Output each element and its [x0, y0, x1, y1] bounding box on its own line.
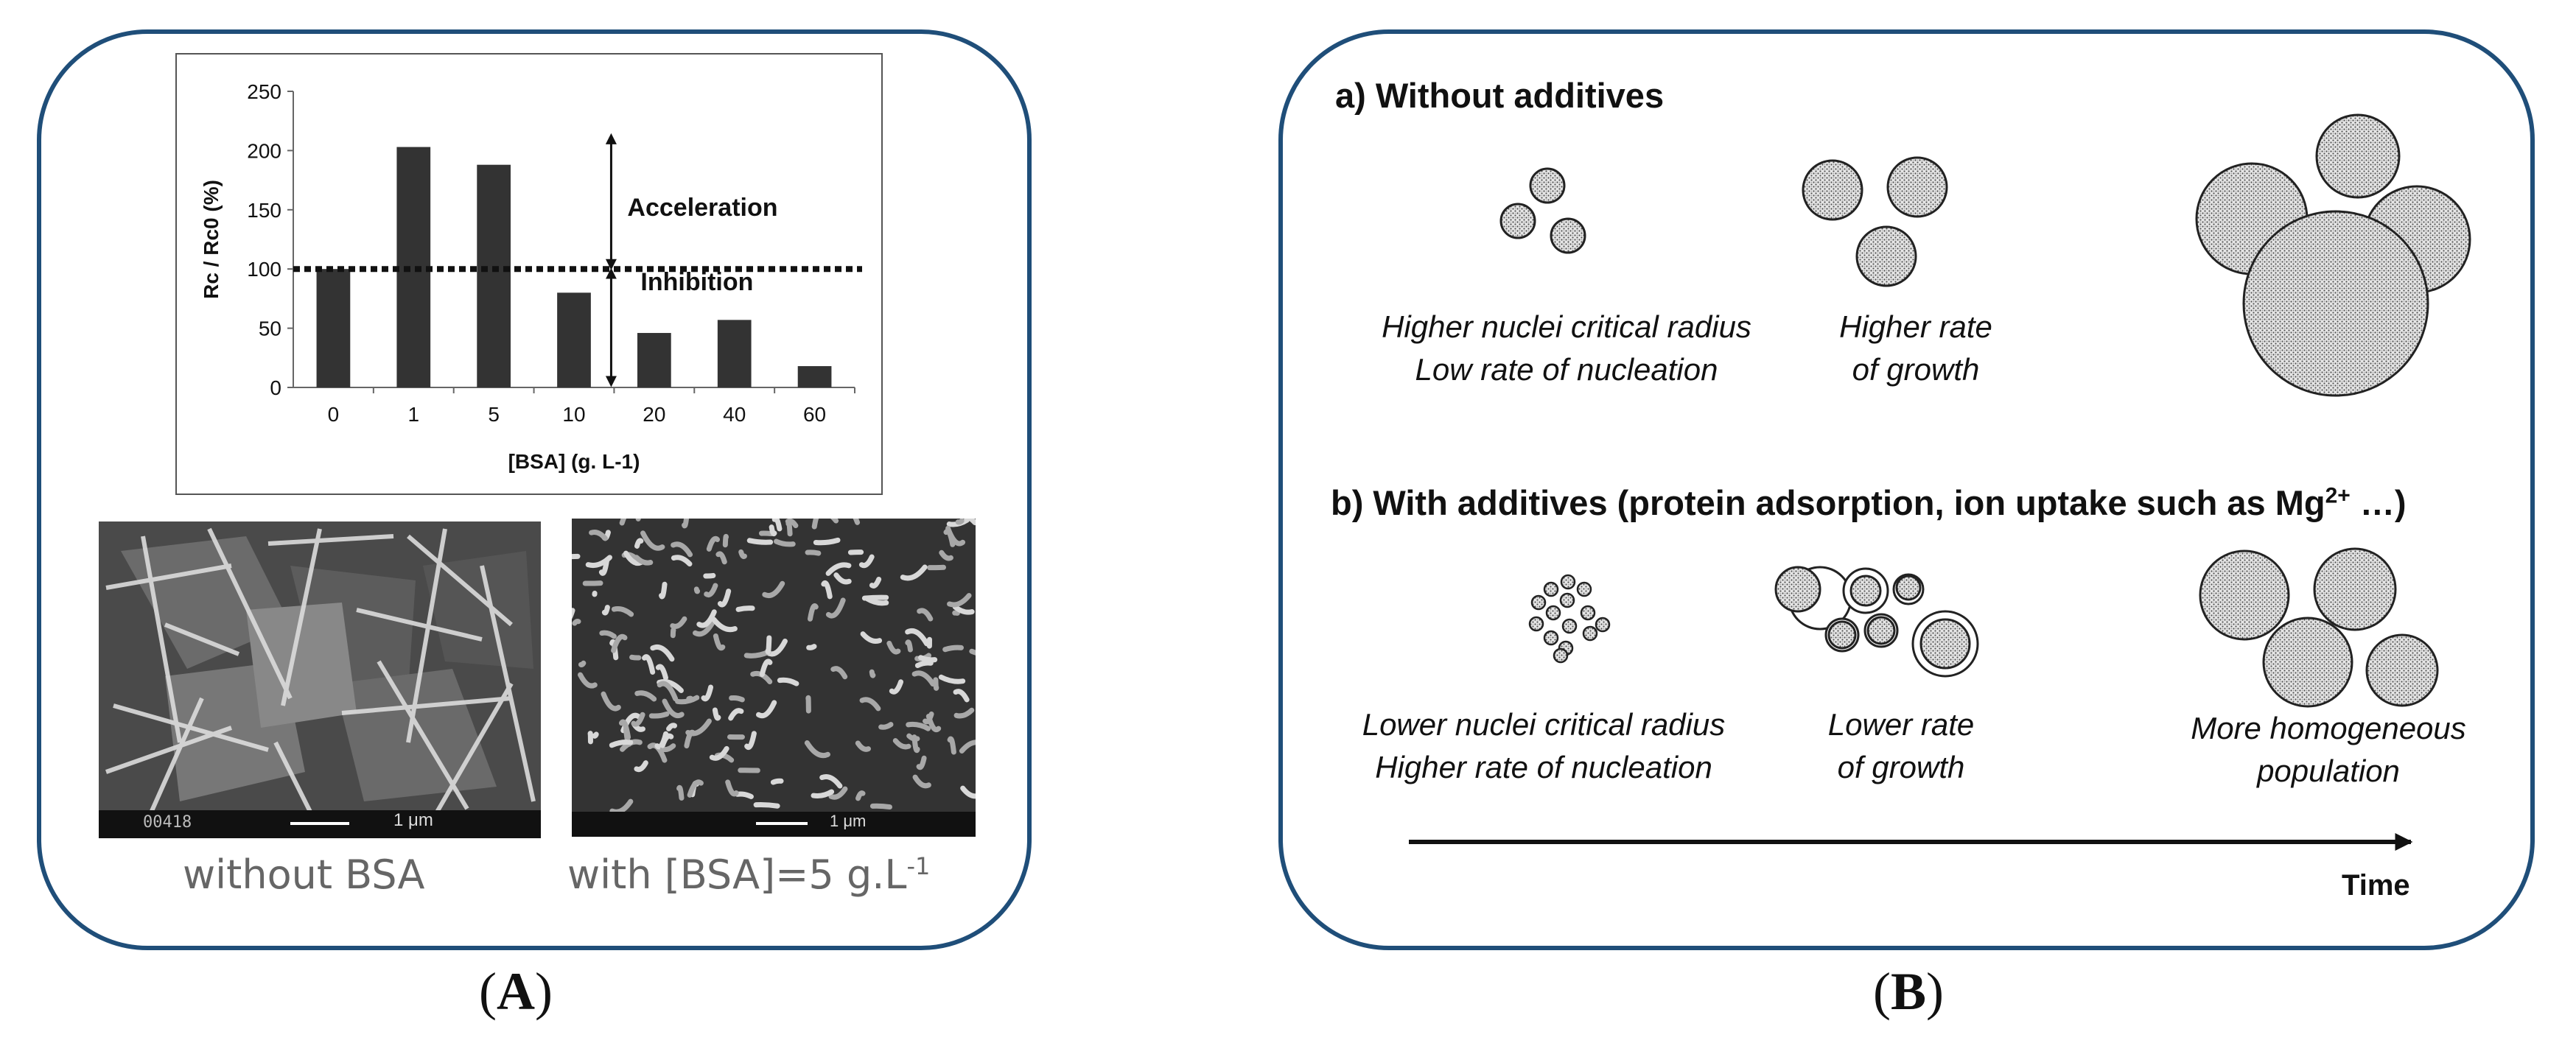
- heading-without-additives: a) Without additives: [1335, 76, 1665, 115]
- annotation-inhibition: Inhibition: [640, 268, 753, 296]
- bar-1: [396, 147, 431, 387]
- bar-5: [477, 164, 511, 388]
- sem-right-scale-label: 1 μm: [830, 812, 867, 830]
- y-axis-label: Rc / Rc0 (%): [200, 180, 223, 299]
- x-tick-label: 1: [407, 403, 419, 426]
- y-tick-label: 150: [247, 199, 281, 222]
- y-tick-label: 250: [247, 80, 281, 103]
- sem-image-with-bsa: 1 μm: [572, 519, 976, 837]
- annotation-acceleration: Acceleration: [627, 194, 777, 222]
- y-tick-label: 100: [247, 258, 281, 281]
- bar-60: [797, 366, 832, 387]
- sem-image-without-bsa: 1 μm 00418: [99, 522, 541, 838]
- x-tick-label: 40: [723, 403, 746, 426]
- heading-with-additives: b) With additives (protein adsorption, i…: [1331, 483, 2407, 522]
- nuclei-cluster-a: [1499, 167, 1586, 254]
- panel-a-caption: (A): [479, 962, 553, 1021]
- sem-left-scale-label: 1 μm: [393, 810, 433, 830]
- bar-20: [637, 333, 671, 387]
- grown-crystals-a: [2195, 113, 2471, 397]
- bar-0: [316, 269, 351, 387]
- x-tick-label: 60: [803, 403, 826, 426]
- y-tick-label: 200: [247, 139, 281, 162]
- x-tick-label: 5: [488, 403, 500, 426]
- sem-caption-without-bsa: without BSA: [183, 851, 425, 898]
- y-tick-label: 0: [270, 376, 281, 399]
- sem-left-image-id: 00418: [143, 813, 192, 832]
- growing-crystals-a: [1802, 156, 1948, 287]
- x-tick-label: 0: [328, 403, 340, 426]
- sem-caption-with-bsa: with [BSA]=5 g.L-1: [567, 851, 931, 898]
- y-tick-label: 50: [259, 317, 281, 340]
- time-label: Time: [2342, 869, 2410, 902]
- bar-40: [717, 320, 752, 387]
- x-tick-label: 10: [562, 403, 585, 426]
- bar-10: [557, 292, 591, 387]
- growing-crystals-b: [1774, 566, 1979, 678]
- panel-b-caption: (B): [1873, 962, 1944, 1021]
- grown-crystals-b: [2199, 547, 2439, 708]
- x-axis-label: [BSA] (g. L-1): [508, 450, 640, 473]
- nuclei-cluster-b: [1528, 574, 1611, 664]
- x-tick-label: 20: [643, 403, 665, 426]
